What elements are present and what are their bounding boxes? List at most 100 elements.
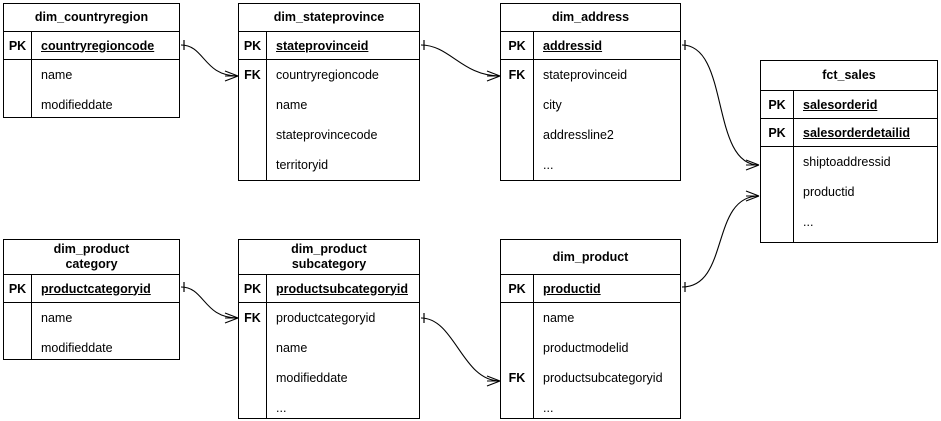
relationship-line [681,44,760,166]
field-name-primary-key: salesorderid [803,97,878,112]
key-label-none [239,90,266,120]
key-label-none [239,120,266,150]
pk-row-fct_sales-1[interactable]: PK salesorderdetailid [761,119,937,147]
field-row[interactable]: ... [276,401,287,415]
field-row[interactable]: shiptoaddressid [803,155,891,169]
field-cell-pk: stateprovinceid [267,32,419,59]
key-column [4,60,32,117]
key-label-pk: PK [761,91,794,118]
field-name-primary-key: addressid [543,38,603,53]
key-label-none [761,147,793,177]
field-row[interactable]: ... [543,158,554,172]
relationship-line [420,44,501,77]
field-row[interactable]: name [276,98,308,112]
rel-productcategory-productsubcategory[interactable] [180,282,239,324]
entity-title-line: subcategory [291,257,367,271]
entity-body-dim_address: FK stateprovinceid city addressline2... [501,60,680,180]
key-label-none [4,303,31,333]
field-row[interactable]: name [543,311,575,325]
field-row[interactable]: territoryid [276,158,329,172]
field-column: name productmodelid productsubcategoryid..… [534,303,680,418]
key-label-none [761,177,793,207]
field-column: name modifieddate [32,60,179,117]
rel-countryregion-stateprovince[interactable] [180,40,239,82]
entity-title-dim_countryregion: dim_countryregion [4,4,179,32]
rel-stateprovince-address[interactable] [420,40,501,82]
rel-productsubcategory-product[interactable] [420,313,501,387]
field-row[interactable]: ... [543,401,554,415]
key-label-pk: PK [761,119,794,146]
key-column: FK [239,303,267,418]
key-label-none [501,90,533,120]
field-name-primary-key: salesorderdetailid [803,125,910,140]
field-row[interactable]: stateprovincecode [276,128,378,142]
field-row[interactable]: productmodelid [543,341,629,355]
pk-row-dim_product-0[interactable]: PK productid [501,275,680,303]
field-row[interactable]: modifieddate [41,98,113,112]
field-column: stateprovinceid city addressline2... [534,60,680,180]
entity-body-fct_sales: shiptoaddressid productid... [761,147,937,242]
key-label-none [4,90,31,120]
entity-title-line: fct_sales [822,68,876,82]
rel-address-fctsales[interactable] [681,40,760,171]
cardinality-many-marker [224,312,239,324]
entity-title-dim_stateprovince: dim_stateprovince [239,4,419,32]
field-name-primary-key: productid [543,281,601,296]
field-row[interactable]: productid [803,185,855,199]
field-column: productcategoryid name modifieddate... [267,303,419,418]
cardinality-many-marker [486,375,501,387]
field-row[interactable]: productsubcategoryid [543,371,663,385]
field-row[interactable]: name [276,341,308,355]
field-row[interactable]: city [543,98,562,112]
key-label-pk: PK [239,32,267,59]
field-row[interactable]: addressline2 [543,128,614,142]
field-cell-pk: productcategoryid [32,275,179,302]
field-cell-pk: productsubcategoryid [267,275,419,302]
field-row[interactable]: modifieddate [41,341,113,355]
cardinality-many-marker [224,70,239,82]
entity-title-dim_address: dim_address [501,4,680,32]
field-row[interactable]: name [41,68,73,82]
entity-title-line: dim_product [53,242,130,256]
field-column: countryregioncode name stateprovincecode te… [267,60,419,180]
field-row[interactable]: stateprovinceid [543,68,628,82]
entity-title-line: dim_address [551,10,630,24]
cardinality-many-marker [486,70,501,82]
pk-row-fct_sales-0[interactable]: PK salesorderid [761,91,937,119]
field-cell-pk: salesorderdetailid [794,119,937,146]
entity-title-fct_sales: fct_sales [761,61,937,91]
key-label-none [501,303,533,333]
field-row[interactable]: name [41,311,73,325]
field-row[interactable]: productcategoryid [276,311,376,325]
key-label-pk: PK [501,275,534,302]
rel-product-fctsales[interactable] [681,190,760,292]
entity-title-line: dim_product [552,249,629,264]
key-column: FK [501,60,534,180]
field-name-primary-key: countryregioncode [41,38,155,53]
field-row[interactable]: modifieddate [276,371,348,385]
relationship-line [180,286,239,319]
key-label-fk: FK [244,311,261,325]
key-label-none [501,393,533,421]
entity-title-line: dim_product [291,242,367,256]
field-row[interactable]: countryregioncode [276,68,379,82]
entity-title-line: dim_stateprovince [273,10,385,24]
pk-row-dim_address-0[interactable]: PK addressid [501,32,680,60]
key-label-pk: PK [501,32,534,59]
key-label-none [239,393,266,421]
field-row[interactable]: ... [803,215,814,229]
